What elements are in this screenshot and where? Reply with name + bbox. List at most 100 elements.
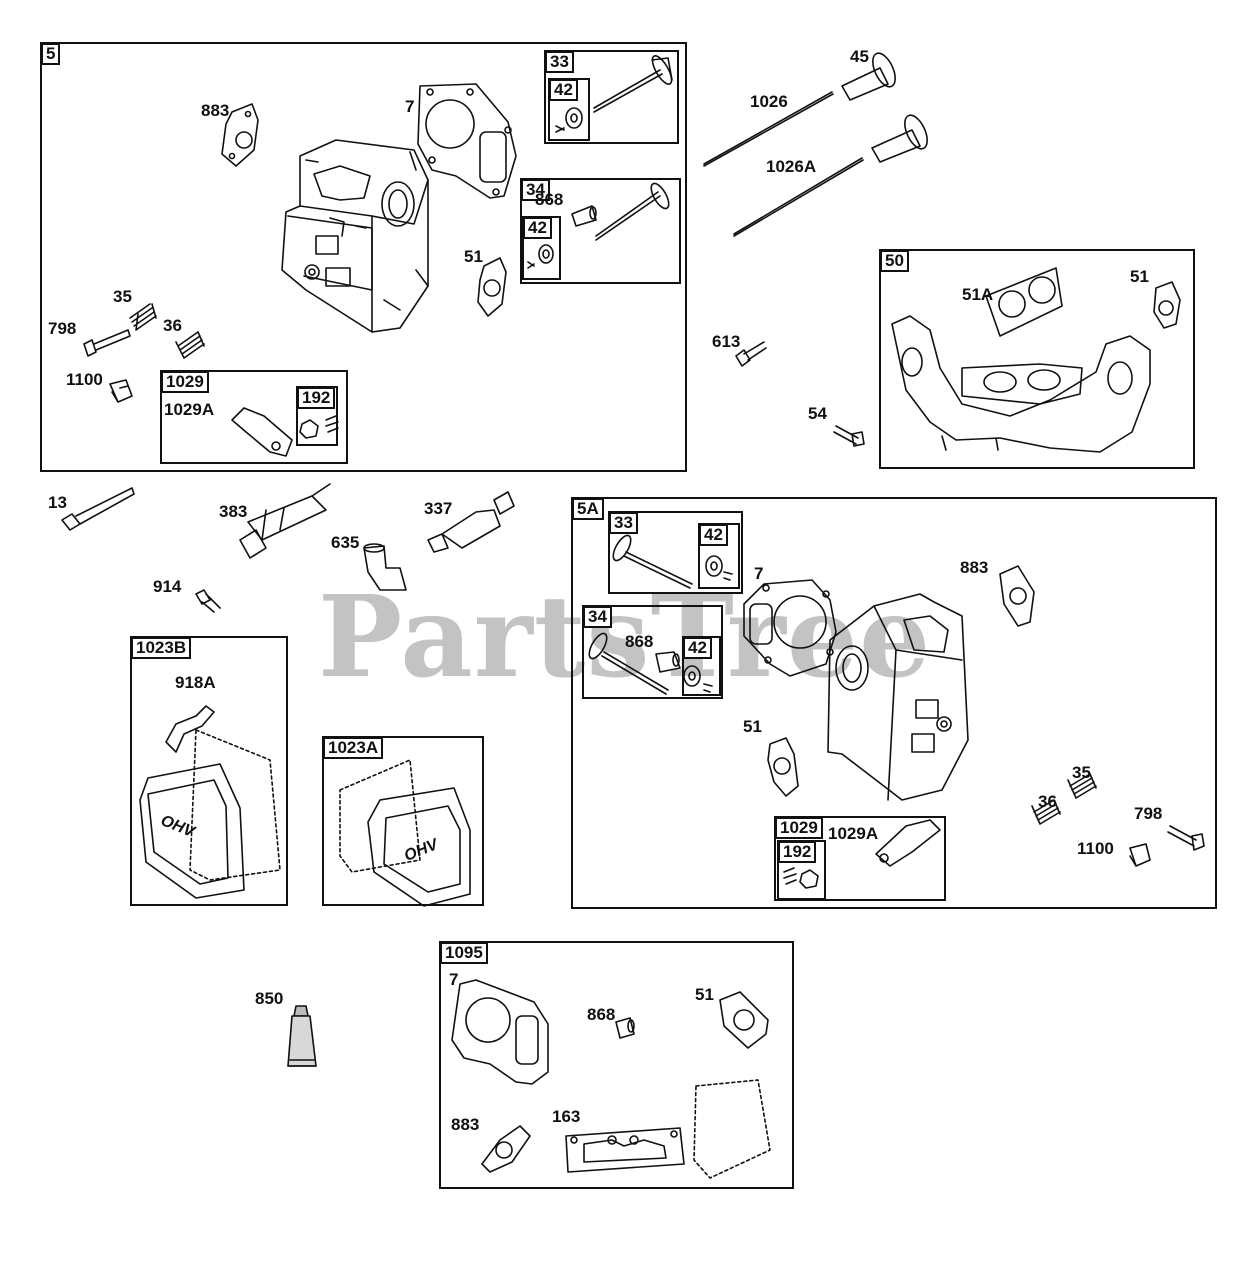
tappet-45-part[interactable]: [842, 50, 900, 100]
callout-35a[interactable]: 35: [113, 287, 132, 306]
cylinder-head-5A-part[interactable]: [828, 594, 968, 800]
box-tag-1029b[interactable]: 1029: [775, 817, 823, 839]
valve-33b-part[interactable]: [610, 533, 692, 588]
pushrod-1026-part[interactable]: [704, 92, 833, 166]
callout-51d[interactable]: 51: [695, 985, 714, 1004]
callout-918A[interactable]: 918A: [175, 673, 216, 692]
ignition-coil-383-part[interactable]: [240, 484, 330, 558]
spark-plug-337-part[interactable]: [428, 492, 514, 552]
spring-36-part[interactable]: [176, 332, 204, 358]
valve-guide-868-part[interactable]: [572, 206, 596, 226]
callout-868c[interactable]: 868: [587, 1005, 616, 1024]
valve-seal-42-part[interactable]: [556, 108, 582, 132]
callout-35b[interactable]: 35: [1072, 763, 1091, 782]
box-tag-34a[interactable]: 34: [521, 179, 550, 201]
valve-guide-868c-part[interactable]: [616, 1018, 634, 1038]
box-tag-5[interactable]: 5: [41, 43, 61, 65]
gasket-883-part[interactable]: [222, 104, 258, 166]
valve-seal-42b-part[interactable]: [528, 245, 553, 268]
gasket-883c-part[interactable]: [482, 1126, 530, 1172]
box-tag-1095[interactable]: 1095: [440, 942, 488, 964]
box-tag-42d[interactable]: 42: [683, 637, 712, 659]
box-tag-34b[interactable]: 34: [583, 606, 612, 628]
head-gasket-7c-part[interactable]: [452, 980, 548, 1084]
gasket-51b-part[interactable]: [1154, 282, 1180, 328]
callout-1029Ab[interactable]: 1029A: [828, 824, 879, 843]
gasket-51d-part[interactable]: [720, 992, 768, 1048]
cover-gasket-1023B-part[interactable]: [190, 730, 280, 880]
bolt-798-part[interactable]: [84, 330, 130, 356]
callout-7b[interactable]: 7: [754, 564, 764, 583]
rocker-arm-1029A-part[interactable]: [232, 408, 292, 456]
callout-883b[interactable]: 883: [960, 558, 989, 577]
box-tag-33a[interactable]: 33: [545, 51, 574, 73]
retainer-1100b-part[interactable]: [1130, 844, 1150, 866]
valve-33-part[interactable]: [594, 53, 675, 112]
gasket-51-part[interactable]: [478, 258, 506, 316]
box-tag-42c[interactable]: 42: [699, 524, 728, 546]
box-tag-42a[interactable]: 42: [549, 79, 578, 101]
callout-337[interactable]: 337: [424, 499, 453, 518]
box-tag-1023B[interactable]: 1023B: [131, 637, 192, 659]
spring-36b-part[interactable]: [1032, 800, 1060, 824]
cylinder-head-part[interactable]: [282, 140, 428, 332]
head-gasket-7-part[interactable]: [418, 84, 516, 198]
bolt-13-part[interactable]: [62, 488, 134, 530]
screw-54-part[interactable]: [834, 426, 864, 446]
callout-45[interactable]: 45: [850, 47, 869, 66]
callout-850[interactable]: 850: [255, 989, 284, 1008]
rocker-arm-1029Ab-part[interactable]: [876, 820, 940, 866]
cover-gasket-1095-part[interactable]: [694, 1080, 770, 1178]
box-tag-192a[interactable]: 192: [297, 387, 336, 409]
box-tag-192b[interactable]: 192: [778, 841, 817, 863]
sealant-tube-850-part[interactable]: [288, 1006, 316, 1066]
pushrod-1026A-part[interactable]: [734, 158, 863, 236]
callout-798a[interactable]: 798: [48, 319, 77, 338]
callout-868a[interactable]: 868: [535, 190, 564, 209]
callout-798b[interactable]: 798: [1134, 804, 1163, 823]
callout-1026[interactable]: 1026: [750, 92, 788, 111]
screw-613-part[interactable]: [736, 342, 766, 366]
valve-guide-868b-part[interactable]: [656, 652, 680, 672]
callout-1100b[interactable]: 1100: [1077, 839, 1114, 858]
spring-35b-part[interactable]: [1068, 774, 1096, 798]
tappet-45b-part[interactable]: [872, 112, 932, 162]
valve-seal-42d-part[interactable]: [684, 666, 712, 692]
callout-1026A[interactable]: 1026A: [766, 157, 817, 176]
callout-51b[interactable]: 51: [1130, 267, 1149, 286]
callout-36b[interactable]: 36: [1038, 792, 1057, 811]
callout-883c[interactable]: 883: [451, 1115, 480, 1134]
screw-914-part[interactable]: [196, 590, 220, 612]
callout-7a[interactable]: 7: [405, 97, 415, 116]
box-tag-33b[interactable]: 33: [609, 512, 638, 534]
callout-54[interactable]: 54: [808, 404, 827, 423]
gasket-51A-part[interactable]: [986, 268, 1062, 336]
callout-51c[interactable]: 51: [743, 717, 762, 736]
valve-34b-part[interactable]: [586, 631, 668, 694]
exhaust-manifold-part[interactable]: [892, 316, 1150, 452]
callout-51a[interactable]: 51: [464, 247, 483, 266]
boot-635-part[interactable]: [364, 544, 406, 590]
box-tag-5A[interactable]: 5A: [572, 498, 604, 520]
retainer-1100-part[interactable]: [110, 380, 132, 402]
valve-34-part[interactable]: [596, 181, 672, 240]
box-tag-42b[interactable]: 42: [523, 217, 552, 239]
callout-613[interactable]: 613: [712, 332, 741, 351]
callout-1100a[interactable]: 1100: [66, 370, 103, 389]
callout-7c[interactable]: 7: [449, 970, 459, 989]
gasket-163-part[interactable]: [566, 1128, 684, 1172]
gasket-883b-part[interactable]: [1000, 566, 1034, 626]
gasket-51c-part[interactable]: [768, 738, 798, 796]
bolt-798b-part[interactable]: [1168, 826, 1204, 850]
callout-868b[interactable]: 868: [625, 632, 654, 651]
callout-163[interactable]: 163: [552, 1107, 581, 1126]
valve-cover-1023B-part[interactable]: [140, 764, 244, 898]
callout-383[interactable]: 383: [219, 502, 248, 521]
callout-51Ab[interactable]: 51A: [962, 285, 994, 304]
hose-918A-part[interactable]: [166, 706, 214, 752]
valve-cover-1023A-part[interactable]: [368, 788, 470, 906]
callout-914[interactable]: 914: [153, 577, 182, 596]
callout-13[interactable]: 13: [48, 493, 67, 512]
callout-1029Aa[interactable]: 1029A: [164, 400, 215, 419]
callout-635[interactable]: 635: [331, 533, 360, 552]
